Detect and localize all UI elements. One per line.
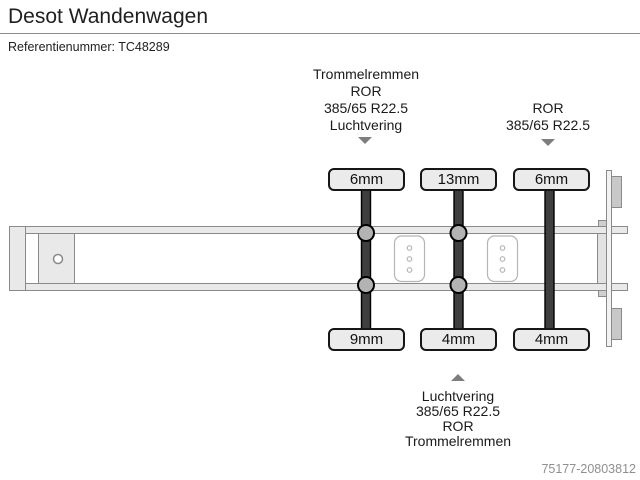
annotation-front-axles: Trommelremmen ROR 385/65 R22.5 Luchtveri… (266, 66, 466, 134)
reference-number: Referentienummer: TC48289 (8, 40, 170, 54)
beam-bottom-flange (9, 283, 628, 291)
bolt-hole (406, 267, 413, 273)
rear-pad-top (611, 176, 622, 208)
rear-pad-bottom (611, 308, 622, 340)
suspension-mount (357, 224, 375, 242)
bolt-hole (499, 267, 506, 273)
annotation-line-tyresize: 385/65 R22.5 (323, 100, 409, 116)
suspension-mount (449, 276, 468, 294)
bolt-hole (499, 245, 506, 251)
title-divider (0, 33, 640, 34)
rear-tab-top (598, 220, 607, 227)
annotation-bottom-axle: Luchtvering 385/65 R22.5 ROR Trommelremm… (358, 389, 558, 449)
bolt-hole (406, 245, 413, 251)
suspension-mount (449, 224, 468, 242)
arrow-down-icon (541, 139, 555, 146)
annotation-line-brakes: Trommelremmen (312, 66, 420, 82)
beam-front-cap (9, 226, 26, 291)
annotation-line-brand: ROR (532, 100, 564, 116)
suspension-mount (357, 276, 375, 294)
measurement-label-bottom-3: 4mm (513, 328, 590, 351)
measurement-label-bottom-1: 9mm (328, 328, 405, 351)
rear-post (606, 170, 612, 347)
cross-member-plates (393, 235, 519, 283)
bolt-hole (499, 256, 506, 262)
kingpin-hole (52, 253, 64, 265)
measurement-label-bottom-2: 4mm (420, 328, 497, 351)
rear-tab-bottom (598, 290, 607, 297)
annotation-line-suspension: Luchtvering (421, 388, 495, 404)
annotation-rear-axle: ROR 385/65 R22.5 (448, 100, 640, 134)
axle-bar-1 (360, 188, 372, 331)
axle-bar-3 (544, 188, 555, 331)
annotation-line-brakes: Trommelremmen (404, 433, 512, 449)
measurement-label-top-2: 13mm (420, 168, 497, 191)
axle-bar-2 (453, 188, 464, 331)
annotation-line-suspension: Luchtvering (329, 117, 403, 133)
annotation-line-tyresize: 385/65 R22.5 (415, 403, 501, 419)
beam-top-flange (9, 226, 628, 234)
measurement-label-top-1: 6mm (328, 168, 405, 191)
page-title: Desot Wandenwagen (8, 5, 209, 28)
bolt-hole (406, 256, 413, 262)
rear-end-structure (597, 170, 622, 347)
measurement-label-top-3: 6mm (513, 168, 590, 191)
listing-id: 75177-20803812 (541, 462, 636, 476)
suspension-mounts (357, 224, 468, 294)
chassis-beam (9, 226, 628, 291)
annotation-line-brand: ROR (350, 83, 382, 99)
arrow-up-icon (451, 374, 465, 381)
arrow-down-icon (358, 137, 372, 144)
axle-bars (360, 188, 555, 331)
annotation-line-brand: ROR (442, 418, 474, 434)
annotation-line-tyresize: 385/65 R22.5 (505, 117, 591, 133)
